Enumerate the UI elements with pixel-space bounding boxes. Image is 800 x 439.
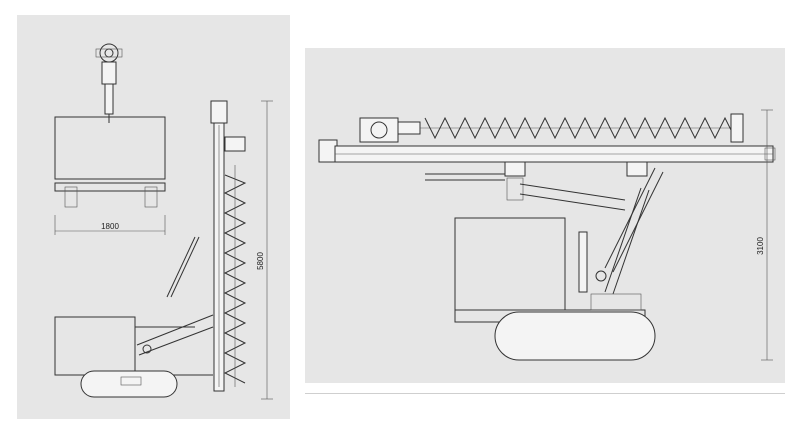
transport-position-drawing: 3100 [318,109,776,361]
side-view-transport: 3100 [318,109,776,361]
front-width-dimension: 1800 [101,222,119,231]
bottom-divider [305,393,785,394]
transport-height-dimension: 3100 [756,237,765,255]
front-view: 1800 [54,43,166,235]
height-dimension: 5800 [256,252,265,270]
transport-position-view-panel: 3100 [305,48,785,383]
side-view-vertical: 5800 [54,100,273,400]
working-position-drawing: 1800 5800 [54,43,273,400]
working-position-view-panel: 1800 5800 [17,15,290,419]
